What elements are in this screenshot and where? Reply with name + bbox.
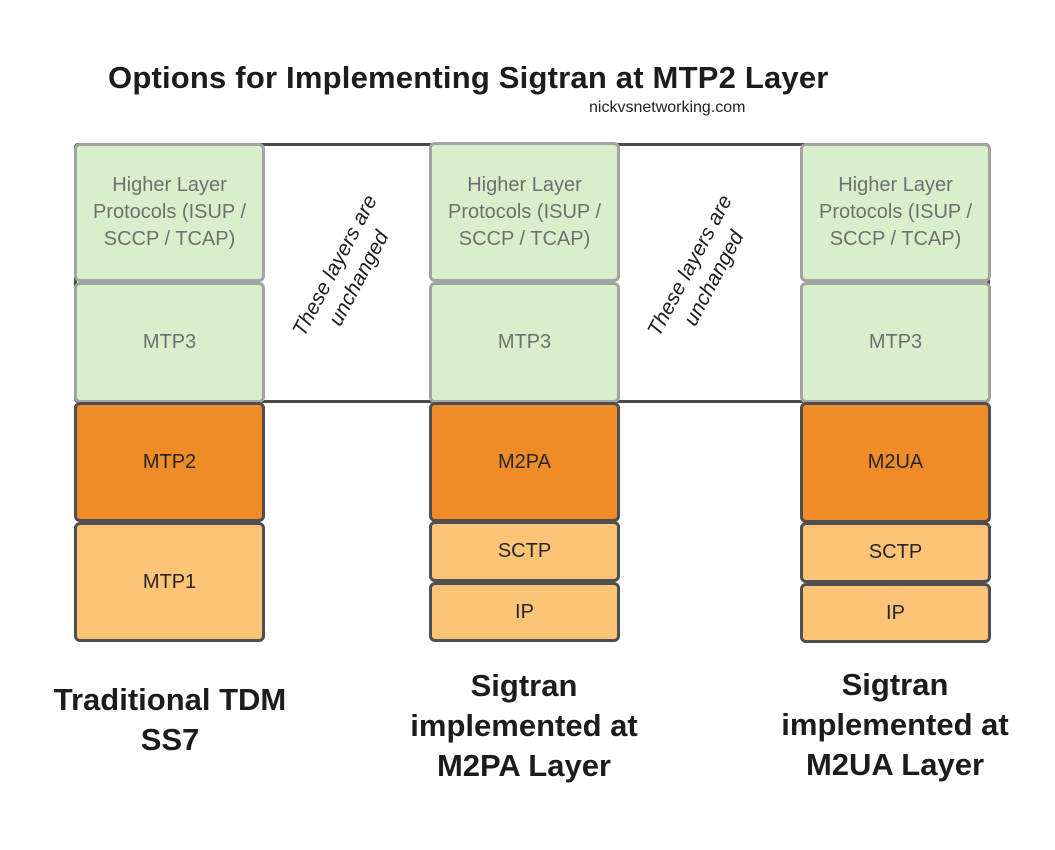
stack-m2pa-m2pa-box: M2PA [429, 402, 620, 522]
caption-m2pa: Sigtran implemented at M2PA Layer [410, 668, 638, 783]
layer-label: MTP3 [497, 331, 552, 353]
layer-label: IP [515, 600, 534, 623]
stack-m2ua-ip-box: IP [800, 583, 991, 643]
stack-m2ua-sctp-box: SCTP [800, 522, 991, 583]
stack-m2pa-ip-box: IP [429, 582, 620, 642]
stack-tdm-higher-layer-box: Higher Layer Protocols (ISUP / SCCP / TC… [74, 143, 265, 282]
layer-label: MTP1 [142, 570, 197, 593]
caption-m2ua: Sigtran implemented at M2UA Layer [781, 667, 1009, 782]
layer-label: M2UA [867, 451, 924, 473]
layer-label: SCTP [497, 540, 552, 562]
stack-m2pa-higher-layer-box: Higher Layer Protocols (ISUP / SCCP / TC… [429, 142, 620, 282]
layer-label: SCTP [868, 541, 923, 563]
stack-m2ua-higher-layer-box: Higher Layer Protocols (ISUP / SCCP / TC… [800, 143, 991, 282]
layer-label: M2PA [498, 450, 551, 473]
layer-label: MTP3 [868, 331, 923, 353]
stack-m2ua-mtp3-box: MTP3 [800, 282, 991, 403]
caption-tdm-ss7: Traditional TDM SS7 [53, 682, 287, 757]
layer-label: IP [886, 601, 905, 624]
layer-label: MTP2 [142, 450, 197, 473]
stack-tdm-mtp2-box: MTP2 [74, 402, 265, 522]
layer-label: MTP3 [142, 331, 197, 353]
layer-label: Higher Layer Protocols (ISUP / SCCP / TC… [92, 174, 247, 250]
stack-m2ua-m2ua-box: M2UA [800, 402, 991, 523]
layer-label: Higher Layer Protocols (ISUP / SCCP / TC… [447, 173, 602, 250]
layer-label: Higher Layer Protocols (ISUP / SCCP / TC… [818, 174, 973, 250]
stack-m2pa-sctp-box: SCTP [429, 521, 620, 582]
stack-m2pa-mtp3-box: MTP3 [429, 282, 620, 403]
diagram-title: Options for Implementing Sigtran at MTP2… [108, 60, 829, 95]
stack-tdm-mtp1-box: MTP1 [74, 522, 265, 642]
source-credit: nickvsnetworking.com [589, 99, 746, 116]
stack-tdm-mtp3-box: MTP3 [74, 282, 265, 403]
